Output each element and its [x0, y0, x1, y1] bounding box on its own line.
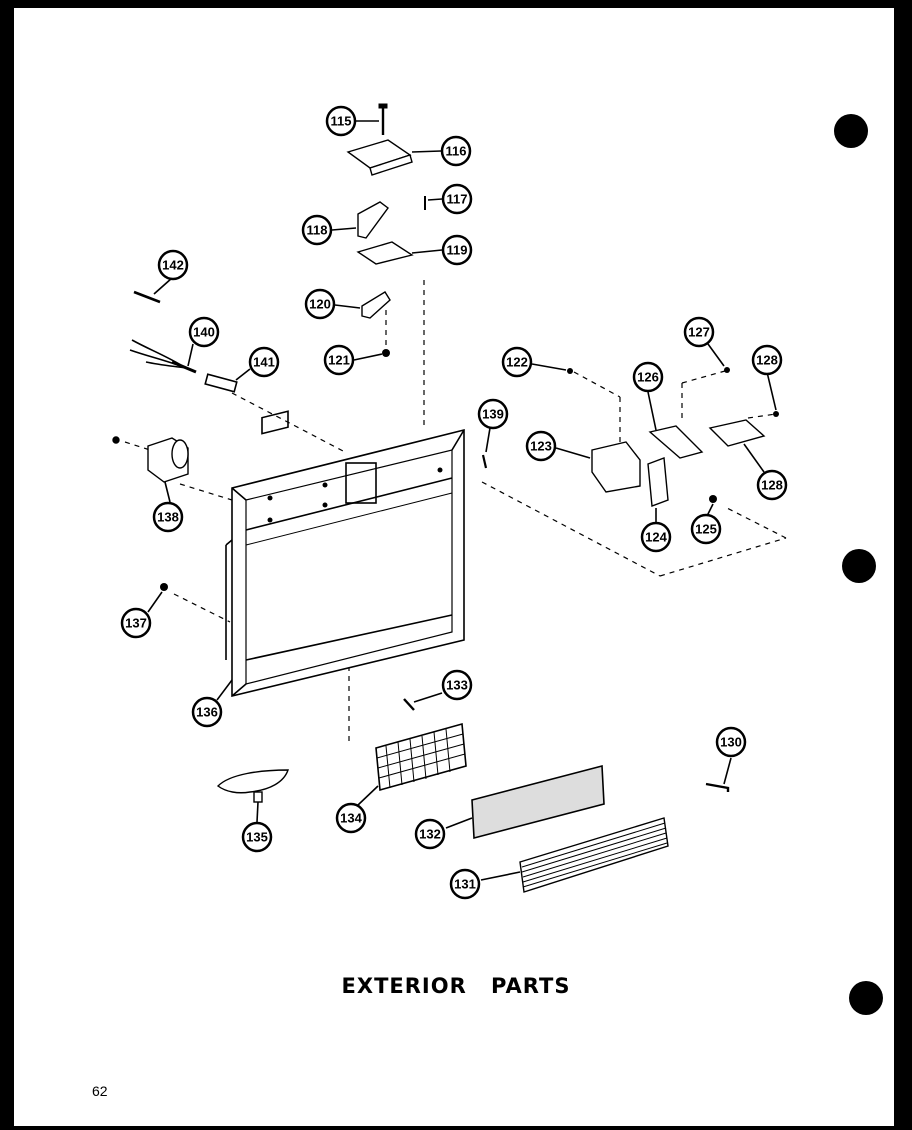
callout-120: 120: [304, 288, 336, 320]
callout-115: 115: [325, 105, 357, 137]
callout-label: 117: [447, 192, 468, 207]
callout-132: 132: [414, 818, 446, 850]
hinge-bracket-lower: [361, 291, 391, 319]
callout-label: 130: [720, 735, 742, 750]
callout-label: 122: [506, 355, 528, 370]
callout-137: 137: [120, 607, 152, 639]
screw-128: [773, 411, 779, 417]
callout-117: 117: [441, 183, 473, 215]
screw-122: [567, 368, 573, 374]
punch-hole-top: [834, 114, 868, 148]
bracket-123: [591, 441, 641, 493]
nut-125: [709, 495, 717, 503]
callout-label: 137: [125, 616, 147, 631]
page-number: 62: [92, 1083, 108, 1099]
callout-label: 128: [756, 353, 778, 368]
callout-label: 136: [196, 705, 218, 720]
callout-label: 119: [447, 243, 468, 258]
switch-assembly-138: [112, 436, 189, 483]
latch-124: [647, 457, 669, 507]
frame-fasteners: [267, 467, 443, 523]
callout-131: 131: [449, 868, 481, 900]
callout-label: 120: [309, 297, 331, 312]
callout-label: 133: [446, 678, 468, 693]
hinge-cover-plate: [346, 139, 413, 176]
callout-121: 121: [323, 344, 355, 376]
callout-label: 140: [193, 325, 215, 340]
callout-141: 141: [248, 346, 280, 378]
callout-122: 122: [501, 346, 533, 378]
handle-135: [216, 769, 289, 803]
callout-142: 142: [157, 249, 189, 281]
callout-127: 127: [683, 316, 715, 348]
nut-137: [160, 583, 168, 591]
hinge-bracket-upper: [357, 201, 389, 239]
screw-133: [403, 698, 415, 711]
filter-grille-134: [375, 722, 467, 792]
hinge-screw: [378, 103, 388, 135]
callout-label: 141: [253, 355, 275, 370]
connector-141: [204, 373, 238, 393]
callout-118: 118: [301, 214, 333, 246]
bracket-126: [648, 425, 704, 459]
callout-label: 128: [761, 478, 783, 493]
callout-134: 134: [335, 802, 367, 834]
punch-hole-bottom: [849, 981, 883, 1015]
callout-leaders: [147, 120, 777, 881]
callout-label: 126: [637, 370, 659, 385]
callout-label: 135: [246, 830, 268, 845]
front-frame: [225, 410, 465, 698]
callout-label: 124: [645, 530, 667, 545]
callout-label: 121: [328, 353, 350, 368]
callout-label: 134: [340, 811, 362, 826]
callout-133: 133: [441, 669, 473, 701]
callout-128-upper: 128: [751, 344, 783, 376]
louver-grille-131: [519, 817, 669, 893]
callout-label: 131: [454, 877, 476, 892]
callout-label: 142: [162, 258, 184, 273]
callout-label: 127: [688, 325, 710, 340]
rod-142: [133, 290, 161, 304]
callout-125: 125: [690, 513, 722, 545]
callout-label: 139: [482, 407, 504, 422]
callout-label: 115: [331, 114, 352, 129]
callout-label: 123: [530, 439, 552, 454]
callout-128-lower: 128: [756, 469, 788, 501]
callout-label: 132: [419, 827, 441, 842]
callout-label: 125: [695, 522, 717, 537]
callout-124: 124: [640, 521, 672, 553]
assembly-dashed-lines: [124, 280, 787, 742]
pin-130: [705, 782, 730, 792]
punch-hole-middle: [842, 549, 876, 583]
hinge-plate: [356, 241, 414, 265]
callout-126: 126: [632, 361, 664, 393]
callout-130: 130: [715, 726, 747, 758]
diagram-caption: EXTERIOR PARTS: [341, 974, 571, 998]
filter-pad-132: [471, 764, 605, 840]
callout-119: 119: [441, 234, 473, 266]
hinge-nut: [382, 349, 390, 357]
callout-136: 136: [191, 696, 223, 728]
callout-135: 135: [241, 821, 273, 853]
callout-label: 138: [157, 510, 179, 525]
callout-label: 116: [446, 144, 467, 159]
wire-harness-140: [129, 339, 197, 374]
callout-139: 139: [477, 398, 509, 430]
screw-139: [481, 454, 488, 469]
callout-123: 123: [525, 430, 557, 462]
callout-138: 138: [152, 501, 184, 533]
screw-127: [724, 367, 730, 373]
callout-label: 118: [307, 223, 328, 238]
callout-140: 140: [188, 316, 220, 348]
callout-116: 116: [440, 135, 472, 167]
hinge-128: [708, 419, 766, 447]
